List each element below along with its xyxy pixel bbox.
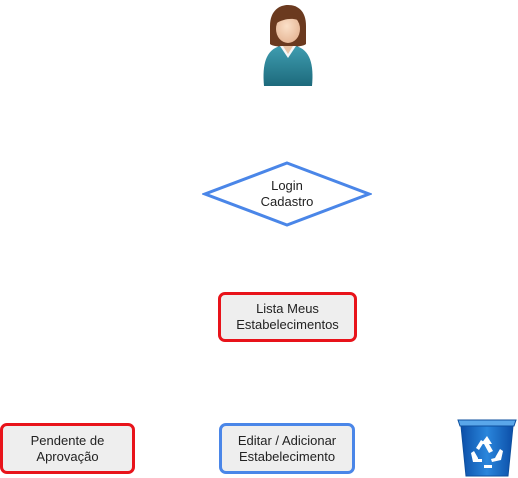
recycle-bin-icon	[457, 419, 517, 477]
pending-approval-node: Pendente de Aprovação	[0, 423, 135, 474]
login-decision-label: Login Cadastro	[260, 178, 314, 209]
login-decision-shape	[202, 161, 372, 227]
list-establishments-node: Lista Meus Estabelecimentos	[218, 292, 357, 342]
user-avatar-icon	[263, 5, 313, 86]
edit-add-establishment-node: Editar / Adicionar Estabelecimento	[219, 423, 355, 474]
